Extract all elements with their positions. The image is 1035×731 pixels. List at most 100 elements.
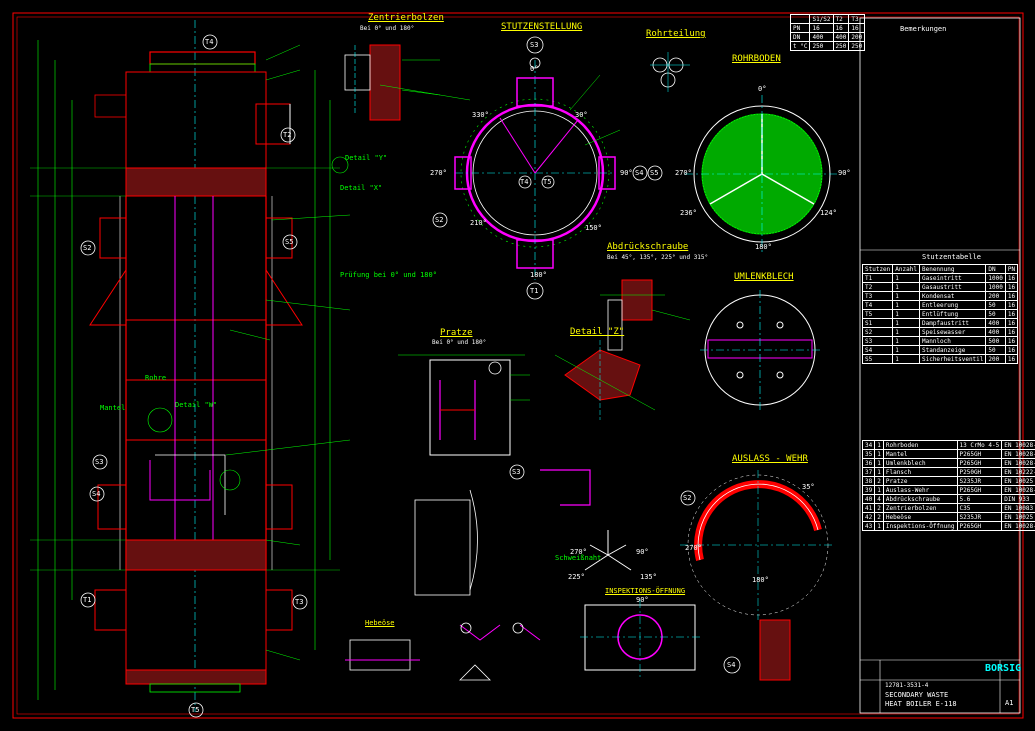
design-h3: T3 (848, 14, 866, 24)
nozzle-cell: S5 (861, 354, 894, 364)
nozzle-cell: 1 (892, 273, 920, 283)
nozzle-cell: 1 (892, 327, 920, 337)
nozzle-cell: 16 (1004, 309, 1019, 319)
angle-rb-90: 90° (838, 169, 851, 177)
parts-cell: P265GH (956, 449, 1003, 459)
balloon-plan-s4: S4 (635, 169, 644, 177)
balloon-plan-s5: S5 (650, 169, 659, 177)
parts-cell: 2 (874, 476, 884, 486)
angle-rb-236: 236° (680, 209, 697, 217)
nozzle-cell: T4 (861, 300, 894, 310)
nozzle-cell: Sicherheitsventil (918, 354, 987, 364)
design-r2c3: 250 (848, 41, 866, 51)
design-h2: T2 (832, 14, 850, 24)
note-pruefung: Prüfung bei 0° und 180° (340, 271, 437, 279)
parts-cell: 34 (861, 440, 876, 450)
parts-cell: Auslass-Wehr (882, 485, 958, 495)
angle-rb-124: 124° (820, 209, 837, 217)
design-r2c0: t °C (789, 41, 811, 51)
parts-cell: Zentrierbolzen (882, 503, 958, 513)
nozzle-cell: 16 (1004, 291, 1019, 301)
parts-cell: EN 10028-2 (1001, 449, 1035, 459)
parts-cell: EN 10028-2 (1001, 521, 1035, 531)
label-detail-x: Detail "X" (340, 184, 383, 192)
design-h1: S1/S2 (809, 14, 834, 24)
nozzle-cell: S4 (861, 345, 894, 355)
angle-stutz-180: 180° (530, 271, 547, 279)
parts-cell: Umlenkblech (882, 458, 958, 468)
balloon-plan-t1: T1 (530, 287, 539, 295)
design-h0 (789, 14, 811, 24)
parts-cell: P265GH (956, 521, 1003, 531)
parts-cell: S235JR (956, 512, 1003, 522)
company-logo: BORSIG (985, 663, 1022, 674)
parts-cell: 1 (874, 521, 884, 531)
parts-cell: Inspektions-Öffnung (882, 521, 958, 531)
nozzle-cell: 1 (892, 282, 920, 292)
balloon-plan-t4: T4 (520, 178, 529, 186)
note-pratze: Bei 0° und 180° (432, 339, 487, 346)
nozzle-cell: 400 (985, 327, 1006, 337)
drawing-number: 12781-3531-4 (885, 682, 929, 689)
parts-cell: Abdrückschraube (882, 494, 958, 504)
nozzle-cell: 1 (892, 354, 920, 364)
nozzle-cell: Speisewasser (918, 327, 987, 337)
title-bemerkungen: Bemerkungen (900, 25, 947, 33)
balloon-t2: T2 (283, 131, 292, 139)
balloon-plan-s3: S3 (530, 41, 539, 49)
nozzle-cell: 1 (892, 336, 920, 346)
angle-star-90: 90° (636, 548, 649, 556)
zentrierbolzen-detail (344, 44, 441, 121)
title-inspektions: INSPEKTIONS-ÖFFNUNG (605, 587, 686, 595)
nozzle-cell: 500 (985, 336, 1006, 346)
nozzle-cell: S1 (861, 318, 894, 328)
nozzle-cell: 16 (1004, 354, 1019, 364)
title-umlenkblech: UMLENKBLECH (734, 272, 794, 282)
upper-tubesheet (125, 167, 267, 197)
angle-stutz-330: 330° (472, 111, 489, 119)
balloon-plan-s2: S2 (435, 216, 444, 224)
parts-cell: EN 10222-2 (1001, 467, 1035, 477)
parts-cell: 4 (874, 494, 884, 504)
parts-cell: DIN 933 (1001, 494, 1035, 504)
nozzle-col-header: Anzahl (892, 264, 920, 274)
nozzle-cell: 1000 (985, 273, 1006, 283)
design-r1c0: DN (789, 32, 811, 42)
detail-z (554, 340, 656, 420)
label-detail-w: Detail "W" (175, 401, 218, 409)
parts-cell: EN 10028-2 (1001, 440, 1035, 450)
umlenkblech-view (700, 290, 820, 410)
nozzle-cell: T5 (861, 309, 894, 319)
title-rohrteilung: Rohrteilung (646, 29, 706, 39)
nozzle-col-header: Stutzen (861, 264, 894, 274)
support-star-view (584, 530, 632, 571)
title-line-1: SECONDARY WASTE (885, 691, 949, 699)
angle-rb-270: 270° (675, 169, 692, 177)
parts-cell: 35 (861, 449, 876, 459)
parts-cell: EN 10028-2 (1001, 458, 1035, 468)
nozzle-cell: 400 (985, 318, 1006, 328)
nozzle-cell: T3 (861, 291, 894, 301)
parts-cell: 5.6 (956, 494, 1003, 504)
parts-cell: P265GH (956, 458, 1003, 468)
angle-rb-0: 0° (758, 85, 767, 93)
parts-cell: EN 10025 (1001, 512, 1035, 522)
angle-aw-180: 180° (752, 576, 769, 584)
rohrboden-view (685, 95, 840, 252)
design-r0c3: 16 (848, 23, 866, 33)
parts-cell: Rohrboden (882, 440, 958, 450)
parts-cell: 38 (861, 476, 876, 486)
